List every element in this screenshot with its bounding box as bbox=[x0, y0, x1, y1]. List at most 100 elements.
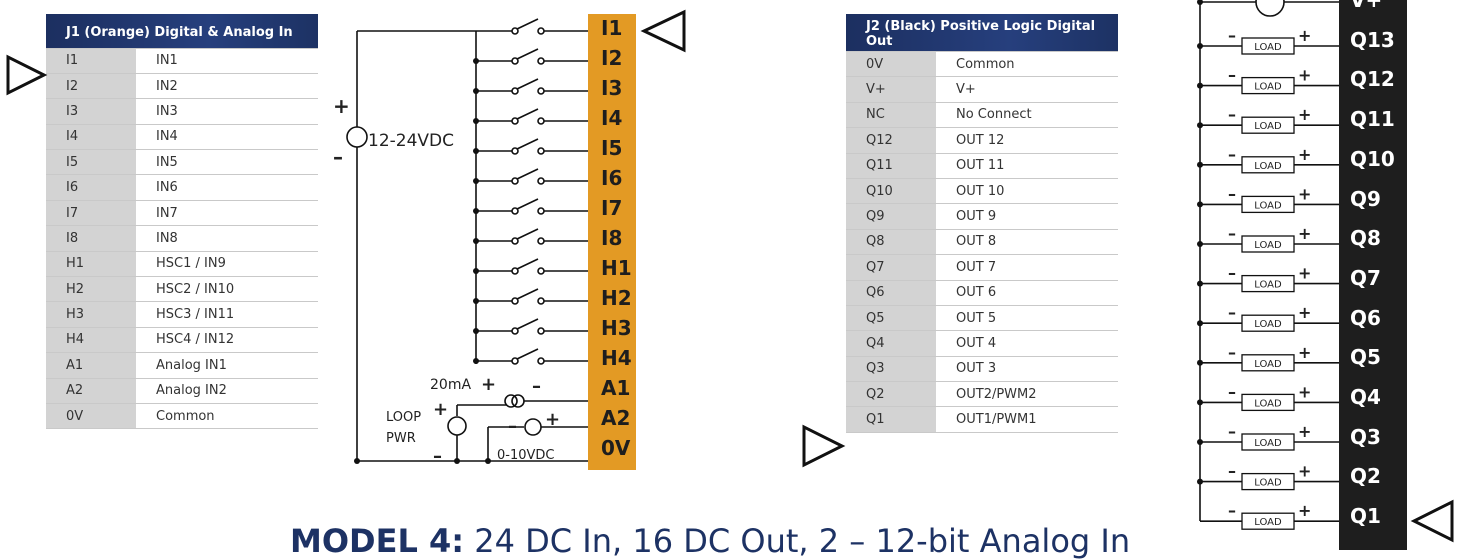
j2-pin-id: NC bbox=[846, 102, 936, 129]
j1-terminal-label: H4 bbox=[601, 346, 632, 370]
load-label: LOAD bbox=[1254, 121, 1282, 132]
j1-pin-function: HSC1 / IN9 bbox=[136, 251, 318, 278]
j1-pin-id: A1 bbox=[46, 352, 136, 379]
input-switch bbox=[476, 198, 588, 215]
output-load: LOAD–+ bbox=[1200, 105, 1339, 134]
j2-pin-id: Q11 bbox=[846, 153, 936, 179]
load-label: LOAD bbox=[1254, 478, 1282, 489]
j2-pin-function: OUT 4 bbox=[936, 330, 1118, 357]
j2-terminal-label: Q1 bbox=[1350, 504, 1381, 529]
j1-terminal-label: I1 bbox=[601, 16, 623, 40]
junction-dot bbox=[1197, 478, 1203, 485]
load-plus: + bbox=[1298, 66, 1311, 85]
input-switch bbox=[476, 168, 588, 185]
load-minus: – bbox=[1228, 145, 1236, 164]
load-minus: – bbox=[1228, 105, 1236, 124]
j1-pin-id: I2 bbox=[46, 73, 136, 100]
load-label: LOAD bbox=[1254, 517, 1282, 528]
j1-terminal-block bbox=[588, 14, 636, 470]
j1-pin-function: IN8 bbox=[136, 225, 318, 252]
j1-terminal-label: I8 bbox=[601, 226, 623, 250]
load-label: LOAD bbox=[1254, 82, 1282, 93]
j2-pin-function: No Connect bbox=[936, 102, 1118, 129]
load-minus: – bbox=[1228, 462, 1236, 481]
load-label: LOAD bbox=[1254, 200, 1282, 211]
junction-dot bbox=[473, 238, 479, 244]
j2-pin-id: Q7 bbox=[846, 254, 936, 281]
j1-pin-function: HSC3 / IN11 bbox=[136, 301, 318, 328]
j2-terminal-label: Q9 bbox=[1350, 186, 1381, 211]
j2-terminal-label: Q8 bbox=[1350, 226, 1381, 251]
load-minus: – bbox=[1228, 303, 1236, 322]
j2-terminal-label: Q5 bbox=[1350, 345, 1381, 370]
input-switch bbox=[476, 318, 588, 335]
junction-dot bbox=[473, 178, 479, 184]
j1-pin-id: I3 bbox=[46, 98, 136, 125]
j2-pin-function: OUT2/PWM2 bbox=[936, 381, 1118, 408]
load-label: LOAD bbox=[1254, 359, 1282, 370]
load-minus: – bbox=[1228, 382, 1236, 401]
load-label: LOAD bbox=[1254, 398, 1282, 409]
load-plus: + bbox=[1298, 264, 1311, 283]
j2-pin-table: J2 (Black) Positive Logic Digital Out 0V… bbox=[846, 14, 1118, 433]
voltage-minus: – bbox=[508, 416, 517, 437]
input-switch bbox=[476, 138, 588, 155]
j1-pin-id: I7 bbox=[46, 200, 136, 227]
current-plus: + bbox=[481, 374, 496, 395]
load-label: LOAD bbox=[1254, 42, 1282, 53]
output-load: LOAD–+ bbox=[1200, 26, 1339, 55]
output-load: LOAD – + bbox=[1200, 66, 1339, 95]
j1-pin-function: Analog IN1 bbox=[136, 352, 318, 379]
junction-dot bbox=[1197, 399, 1203, 406]
j2-pin-function: OUT1/PWM1 bbox=[936, 406, 1118, 433]
voltage-label: 0-10VDC bbox=[497, 448, 554, 463]
j2-pin-id: Q5 bbox=[846, 305, 936, 332]
junction-dot bbox=[473, 58, 479, 64]
j2-pin-id: Q4 bbox=[846, 330, 936, 357]
j2-pin-function: OUT 3 bbox=[936, 356, 1118, 383]
junction-dot bbox=[473, 88, 479, 94]
output-load: LOAD–+ bbox=[1200, 382, 1339, 412]
input-switch bbox=[476, 288, 588, 305]
junction-dot bbox=[473, 328, 479, 334]
j1-terminal-label: I2 bbox=[601, 46, 623, 70]
load-minus: – bbox=[1228, 264, 1236, 283]
junction-dot bbox=[473, 148, 479, 154]
loop-minus: – bbox=[433, 446, 442, 467]
j2-pin-function: V+ bbox=[936, 76, 1118, 103]
load-minus: – bbox=[1228, 66, 1236, 85]
j2-terminal-label: Q2 bbox=[1350, 464, 1381, 489]
j2-pin-id: Q8 bbox=[846, 229, 936, 256]
j2-terminal-label: Q11 bbox=[1350, 107, 1395, 132]
j1-terminal-label: 0V bbox=[601, 436, 631, 460]
j1-pin-id: H2 bbox=[46, 276, 136, 303]
junction-dot bbox=[1197, 320, 1203, 327]
j2-pin-id: Q3 bbox=[846, 356, 936, 383]
junction-dot bbox=[1197, 359, 1203, 366]
j1-pin-id: H4 bbox=[46, 327, 136, 354]
j1-terminal-label: A1 bbox=[601, 376, 631, 400]
j1-pin-function: Common bbox=[136, 403, 318, 430]
load-minus: – bbox=[1228, 224, 1236, 243]
load-minus: – bbox=[1228, 422, 1236, 441]
j1-pin-id: I1 bbox=[46, 48, 136, 74]
j2-terminal-label: Q10 bbox=[1350, 146, 1395, 171]
j2-pin1-marker-left bbox=[802, 424, 846, 468]
j2-pin-id: Q6 bbox=[846, 280, 936, 306]
model-description: 24 DC In, 16 DC Out, 2 – 12-bit Analog I… bbox=[474, 522, 1131, 560]
output-load: LOAD–+ bbox=[1200, 343, 1339, 372]
j2-terminal-label: Q4 bbox=[1350, 385, 1381, 409]
supply-plus: + bbox=[333, 94, 350, 118]
load-label: LOAD bbox=[1254, 240, 1282, 251]
j2-terminal-label: Q7 bbox=[1350, 265, 1381, 290]
j1-terminal-label: I6 bbox=[601, 166, 623, 190]
j1-pin-function: IN5 bbox=[136, 149, 318, 176]
junction-dot bbox=[1197, 439, 1203, 445]
